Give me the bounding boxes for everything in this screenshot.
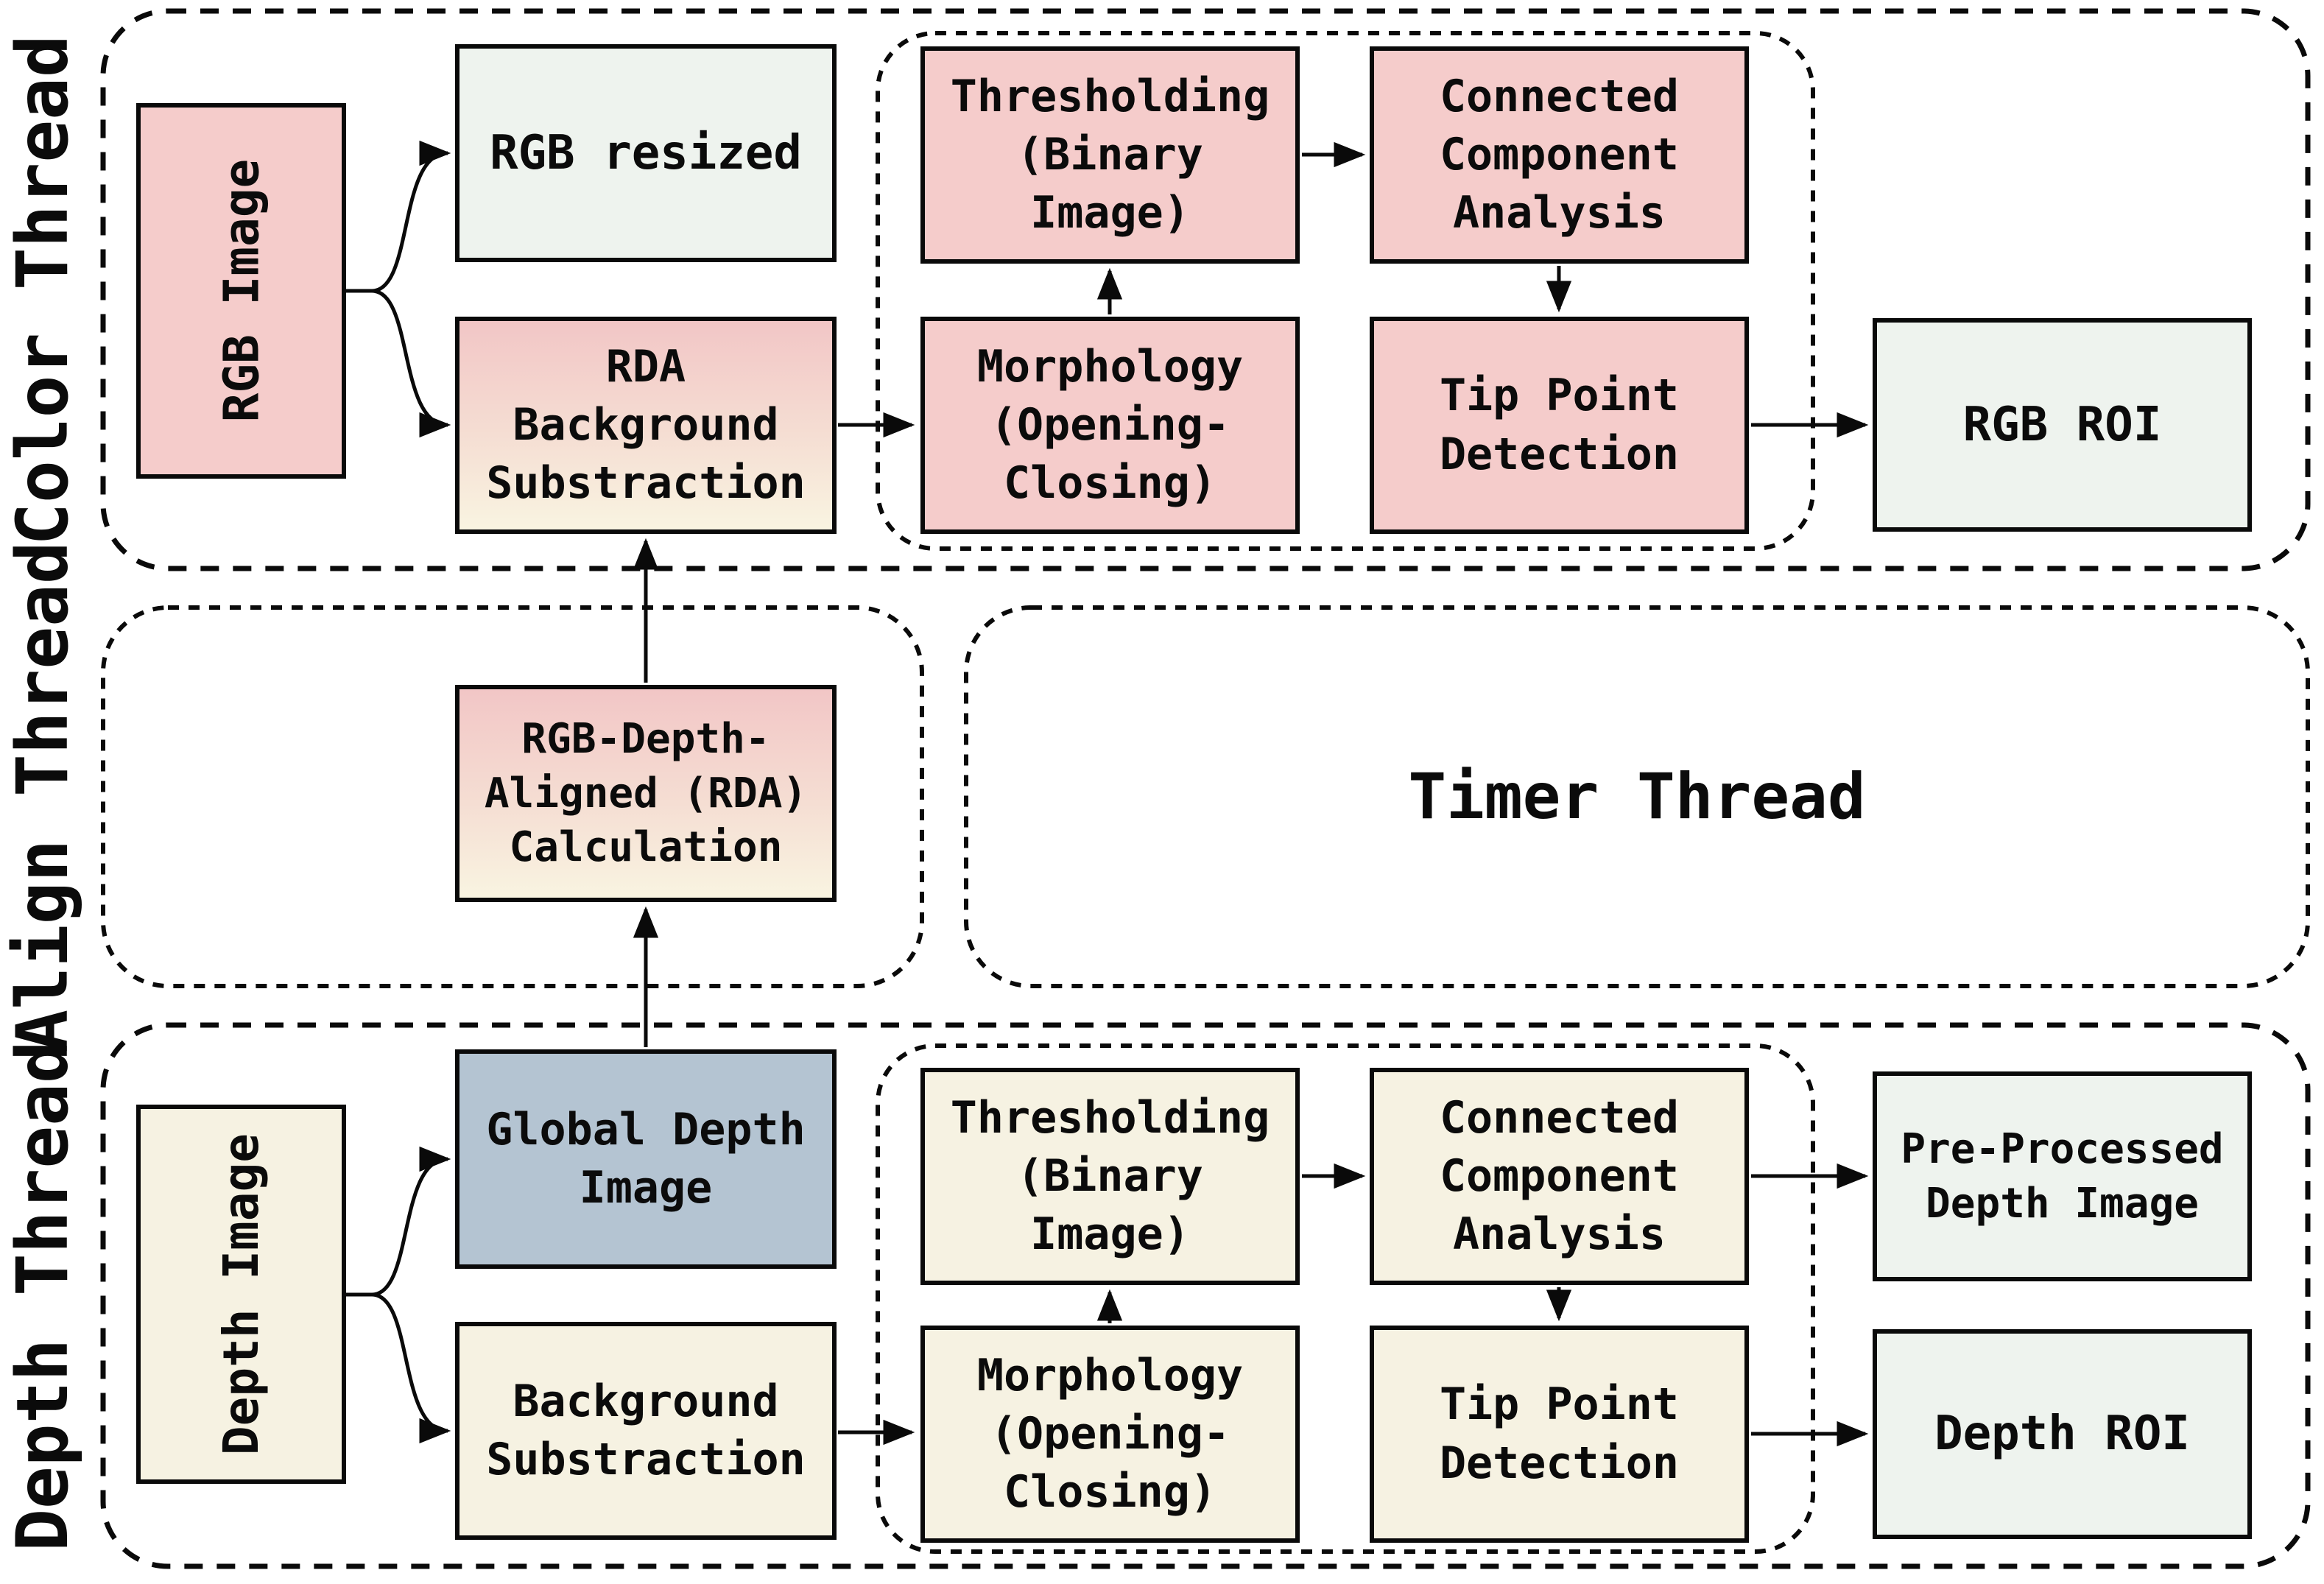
node-depth-roi: Depth ROI	[1873, 1329, 2252, 1539]
node-tip-point-detection-color: Tip Point Detection	[1370, 317, 1749, 534]
color-thread-container	[100, 8, 2311, 571]
node-pre-processed-depth-image: Pre-Processed Depth Image	[1873, 1071, 2252, 1281]
node-global-depth-image: Global Depth Image	[455, 1049, 837, 1269]
depth-pipeline-container	[876, 1043, 1815, 1554]
node-rda-calculation: RGB-Depth- Aligned (RDA) Calculation	[455, 685, 837, 902]
depth-image-label: Depth Image	[212, 1133, 270, 1456]
node-thresholding-color: Thresholding (Binary Image)	[920, 46, 1300, 264]
align-thread-container	[101, 605, 924, 988]
arrow-depth-image-to-background-substraction	[346, 1292, 451, 1444]
arrow-rgb-image-to-rda-background-substraction	[346, 289, 451, 438]
node-depth-image: Depth Image	[136, 1105, 346, 1484]
align-thread-label: Align Thread	[1, 541, 84, 1052]
timer-thread-container	[964, 605, 2310, 988]
depth-thread-label: Depth Thread	[1, 1041, 84, 1552]
node-connected-component-analysis-depth: Connected Component Analysis	[1370, 1068, 1749, 1285]
rgb-image-label: RGB Image	[212, 159, 270, 423]
color-thread-label: Color Thread	[1, 35, 84, 546]
timer-thread-label: Timer Thread	[1408, 760, 1866, 834]
node-rda-background-substraction: RDA Background Substraction	[455, 317, 837, 534]
node-rgb-image: RGB Image	[136, 103, 346, 479]
node-tip-point-detection-depth: Tip Point Detection	[1370, 1326, 1749, 1543]
node-connected-component-analysis-color: Connected Component Analysis	[1370, 46, 1749, 264]
depth-thread-container	[100, 1022, 2311, 1569]
node-morphology-color: Morphology (Opening- Closing)	[920, 317, 1300, 534]
node-rgb-resized: RGB resized	[455, 44, 837, 262]
node-morphology-depth: Morphology (Opening- Closing)	[920, 1326, 1300, 1543]
node-rgb-roi: RGB ROI	[1873, 318, 2252, 532]
arrow-depth-image-to-global-depth	[346, 1146, 451, 1297]
arrow-rgb-image-to-rgb-resized	[346, 140, 451, 293]
node-background-substraction: Background Substraction	[455, 1322, 837, 1540]
node-thresholding-depth: Thresholding (Binary Image)	[920, 1068, 1300, 1285]
